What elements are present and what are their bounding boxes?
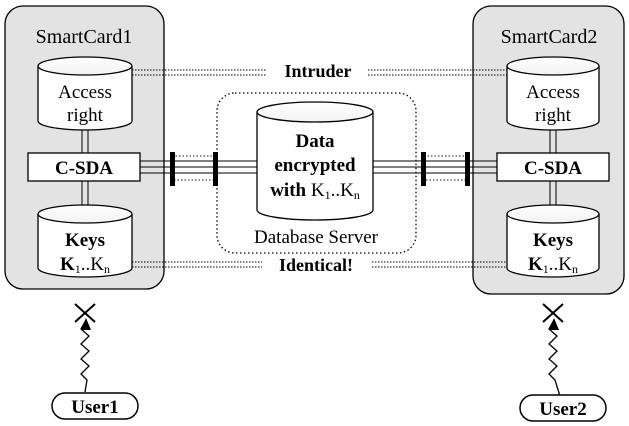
smartcard2-access-label: Access — [526, 82, 580, 103]
user1-connection — [74, 303, 96, 393]
encrypted-data-cylinder: Data encrypted with K1..Kn — [256, 101, 374, 221]
smartcard1-keys-range: K1..Kn — [60, 254, 110, 276]
channel-right — [373, 152, 497, 186]
intruder-link: Intruder — [132, 61, 507, 81]
smartcard2-right-label: right — [535, 105, 572, 126]
server-data-line2: encrypted — [274, 155, 356, 176]
smartcard2: SmartCard2 Access right C-SDA Keys K1..K… — [472, 5, 625, 295]
smartcard1-csda-box — [27, 152, 141, 182]
smartcard2-keys-label: Keys — [533, 230, 573, 251]
server-data-line3: with K1..Kn — [270, 180, 360, 202]
intruder-label: Intruder — [285, 61, 352, 81]
smartcard2-title: SmartCard2 — [501, 26, 598, 48]
user2-connection — [542, 303, 564, 397]
smartcard1-access-label: Access — [58, 82, 112, 103]
smartcard1-title: SmartCard1 — [36, 26, 133, 48]
user1: User1 — [51, 392, 139, 420]
smartcard2-keys-range: K1..Kn — [528, 254, 578, 276]
smartcard2-access-right-cylinder: Access right — [506, 56, 600, 131]
smartcard2-csda-label: C-SDA — [524, 158, 582, 179]
database-server-label: Database Server — [254, 227, 379, 248]
smartcard1: SmartCard1 Access right C-SDA Keys K1..K… — [4, 5, 165, 290]
smartcard1-right-label: right — [67, 105, 104, 126]
channel-left — [140, 152, 257, 186]
user2: User2 — [519, 394, 607, 422]
user2-label: User2 — [539, 399, 586, 420]
user1-label: User1 — [71, 397, 118, 418]
smartcard1-access-right-cylinder: Access right — [37, 56, 133, 131]
smartcard2-keys-cylinder: Keys K1..Kn — [506, 204, 600, 278]
smartcard1-csda-label: C-SDA — [55, 158, 113, 179]
smartcard1-keys-label: Keys — [65, 230, 105, 251]
identical-label: Identical! — [279, 255, 353, 275]
smartcard1-keys-cylinder: Keys K1..Kn — [37, 204, 133, 278]
server-data-line1: Data — [295, 131, 335, 152]
identical-link: Identical! — [132, 255, 507, 275]
